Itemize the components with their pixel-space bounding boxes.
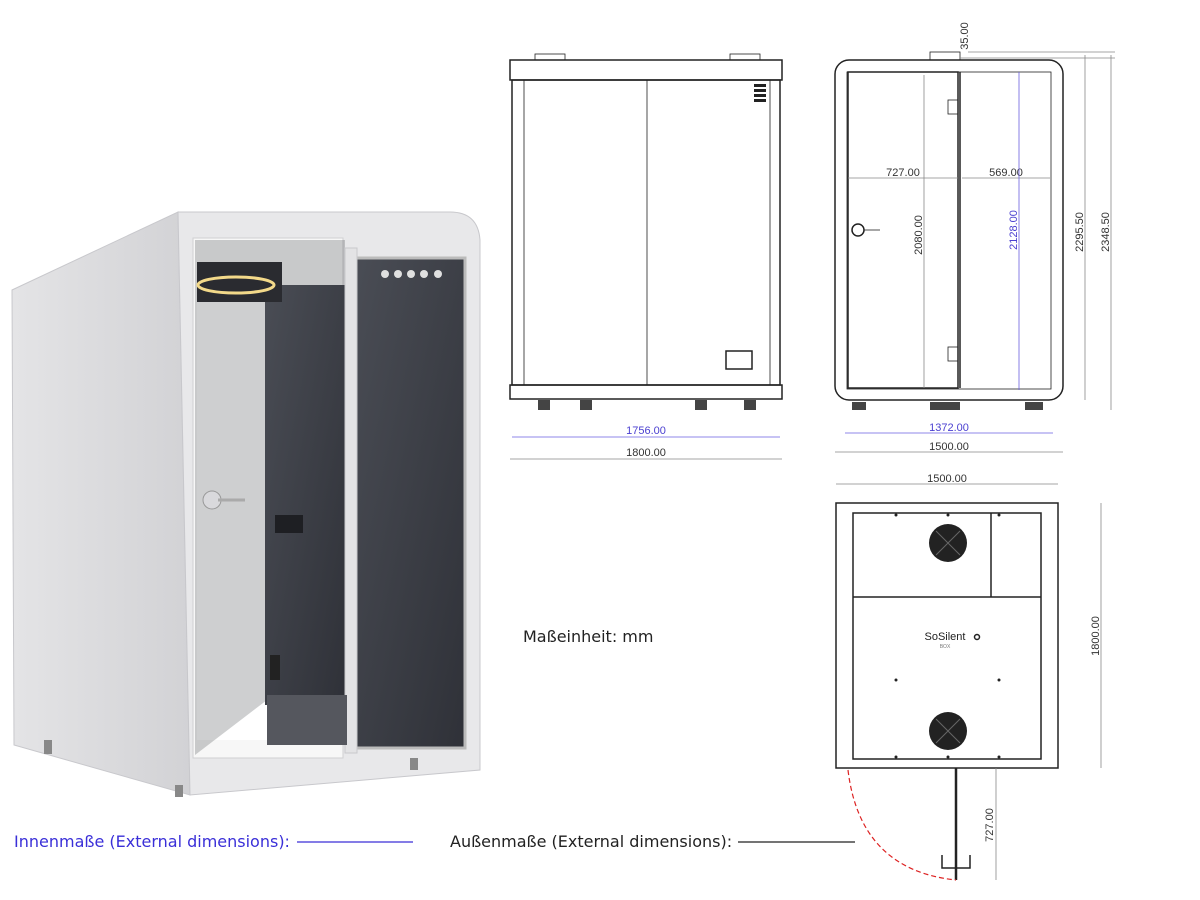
door-handle-icon [941,855,971,869]
legend-outer-label: Außenmaße (External dimensions): [450,832,732,851]
ring-light-icon [196,275,276,295]
door-width: 727.00 [886,167,920,179]
booth-render [11,211,481,797]
brand-sub: BOX [940,644,951,650]
total-height: 2348.50 [1100,212,1112,252]
door-handle-icon [851,223,865,237]
top-offset: 35.00 [959,22,971,50]
side-inner-width: 1372.00 [929,422,969,434]
side-outer-width: 1500.00 [929,441,969,453]
panel-width: 569.00 [989,167,1023,179]
top-width: 1500.00 [927,473,967,485]
front-view: 1756.00 1800.00 [509,53,783,460]
legend-inner-label: Innenmaße (External dimensions): [14,832,290,851]
unit-label: Maßeinheit: mm [523,627,653,646]
brand-logo: SoSilent [925,631,966,643]
door-height: 2080.00 [913,215,925,255]
top-view: 1500.00 SoSilent BOX 1800.00 727.00 [835,473,1102,881]
body-height: 2295.50 [1074,212,1086,252]
front-outer-width: 1800.00 [626,447,666,459]
inner-height: 2128.00 [1008,210,1020,250]
top-depth: 1800.00 [1090,616,1102,656]
door-swing: 727.00 [984,808,996,842]
power-outlet-icon [725,350,753,370]
side-view: 727.00 569.00 2080.00 2128.00 2295.50 23… [834,22,1115,453]
front-inner-width: 1756.00 [626,425,666,437]
door-swing-arc [847,769,957,881]
